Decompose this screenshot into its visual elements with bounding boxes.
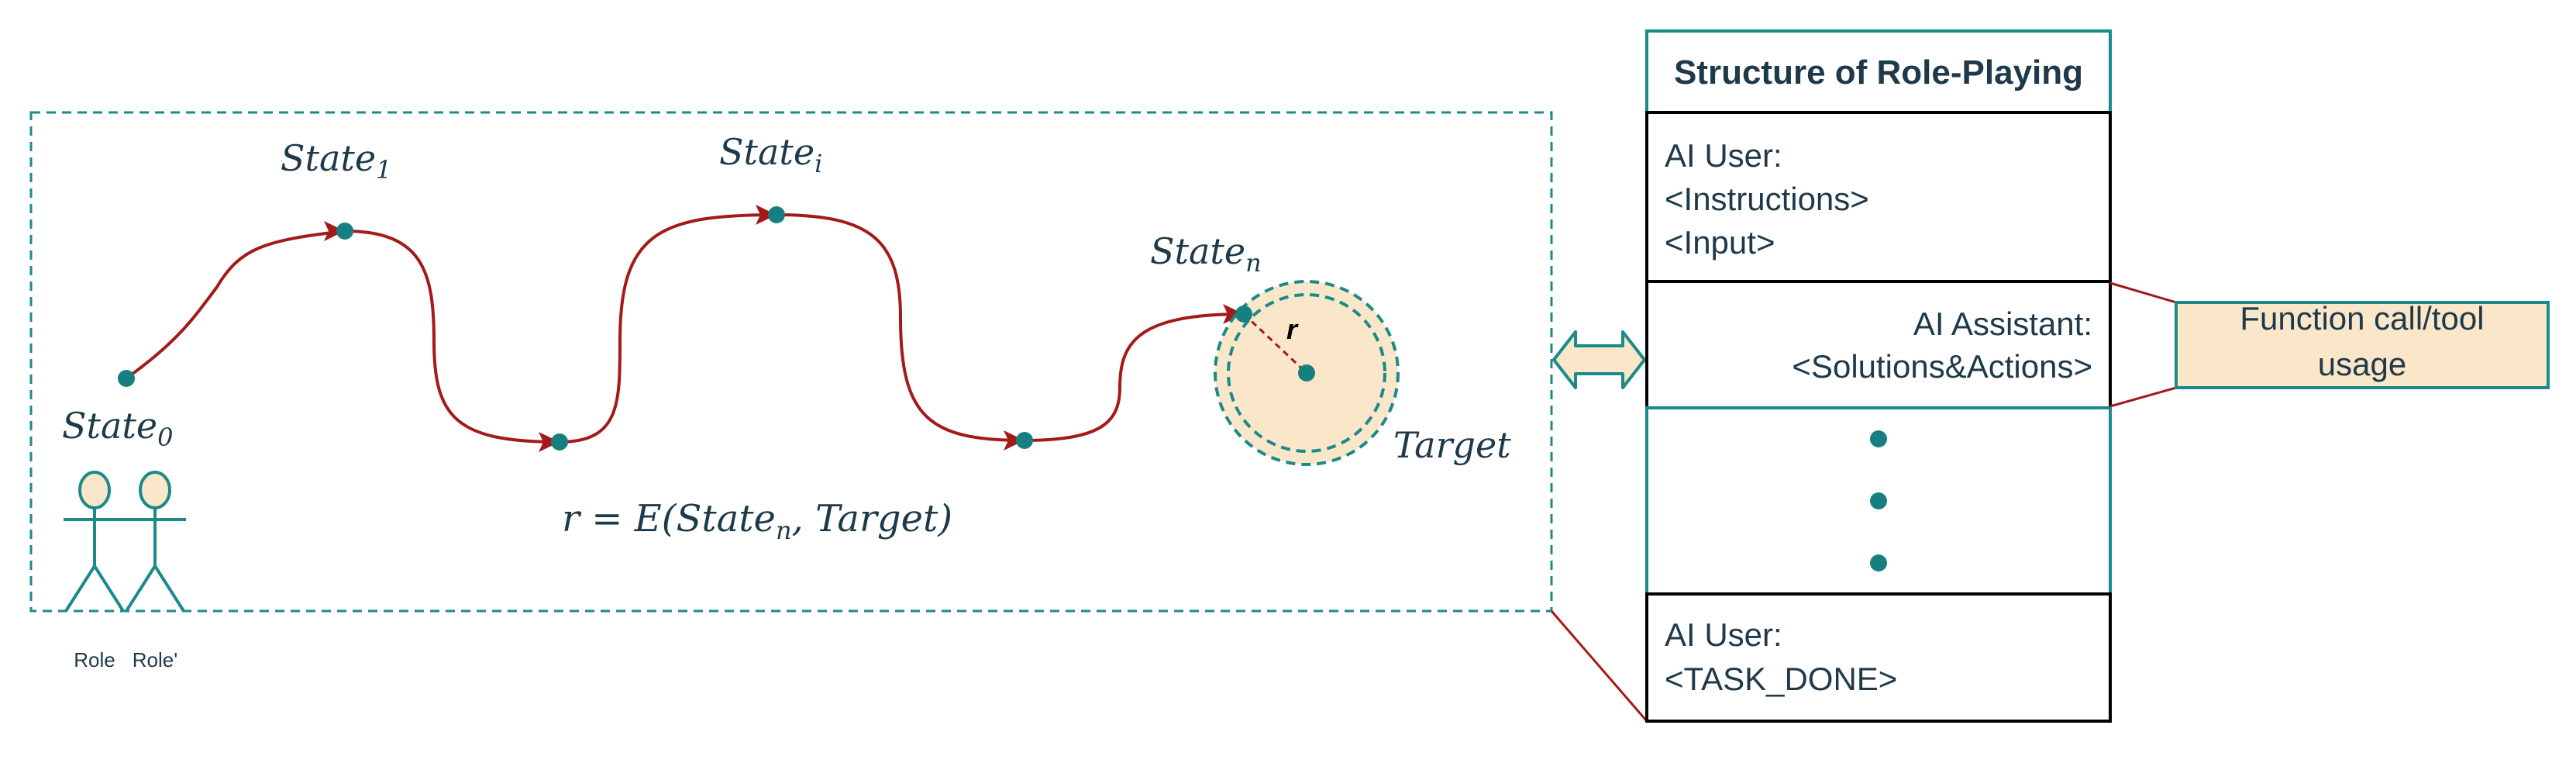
radius-line	[1242, 312, 1308, 375]
role-label-1: Role	[74, 648, 115, 672]
block2-line2: <Solutions&Actions>	[1792, 348, 2092, 385]
callout-line1: Function call/tool	[2240, 300, 2484, 337]
callout-line2: usage	[2318, 346, 2406, 382]
structure-title: Structure of Role-Playing	[1674, 54, 2083, 91]
target-label: Target	[1393, 424, 1511, 466]
callout-connector-bottom	[2109, 386, 2177, 408]
radius-label: r	[1286, 313, 1299, 345]
arrowhead-icon	[324, 221, 345, 241]
person-icon	[139, 471, 171, 509]
role-figure-1	[64, 471, 126, 613]
ellipsis-dot-icon	[1870, 492, 1887, 509]
person-icon	[78, 471, 111, 509]
arrowhead-icon	[756, 205, 777, 225]
state-1-dot	[336, 223, 353, 240]
block1-line2: <Instructions>	[1665, 181, 1869, 217]
block-ai-user-1	[1645, 111, 2112, 283]
function-call-callout: Function call/tool usage	[2175, 300, 2550, 389]
structure-table: Structure of Role-Playing AI User: <Inst…	[1645, 29, 2112, 723]
block-ai-assistant	[1645, 280, 2112, 409]
arrowhead-icon	[539, 432, 560, 452]
arrowhead-icon	[1223, 304, 1244, 324]
trajectory-path	[125, 213, 1245, 444]
state-i-dot	[768, 206, 785, 223]
trajectory-container	[29, 111, 1553, 613]
block-ai-user-done	[1645, 592, 2112, 723]
arrowhead-icon	[1004, 430, 1025, 451]
role-label-2: Role'	[133, 648, 177, 672]
waypoint-dot	[551, 433, 568, 451]
state-0-dot	[118, 370, 135, 387]
block4-line2: <TASK_DONE>	[1665, 661, 1897, 697]
state-dots	[118, 206, 1315, 451]
ellipsis-dot-icon	[1870, 554, 1887, 571]
state-n-dot	[1235, 306, 1252, 323]
block4-line1: AI User:	[1665, 616, 1782, 653]
state-1-label: State1	[281, 137, 392, 185]
state-i-label: Statei	[719, 131, 822, 178]
target-center-dot	[1298, 364, 1315, 382]
callout-connector-top	[2109, 281, 2177, 304]
role-figure-2	[124, 471, 186, 613]
state-0-label: State0	[62, 405, 174, 452]
connector-line	[1550, 610, 1648, 722]
structure-title-cell	[1645, 29, 2112, 114]
distance-formula: r = E(Staten, Target)	[562, 497, 952, 545]
ellipsis-dot-icon	[1870, 430, 1887, 447]
state-n-label: Staten	[1150, 230, 1262, 278]
arrowheads	[324, 205, 1244, 452]
block1-line1: AI User:	[1665, 137, 1782, 174]
block1-line3: <Input>	[1665, 224, 1775, 261]
waypoint-dot	[1016, 432, 1033, 449]
block2-line1: AI Assistant:	[1913, 306, 2092, 342]
double-arrow-icon	[1552, 330, 1646, 389]
